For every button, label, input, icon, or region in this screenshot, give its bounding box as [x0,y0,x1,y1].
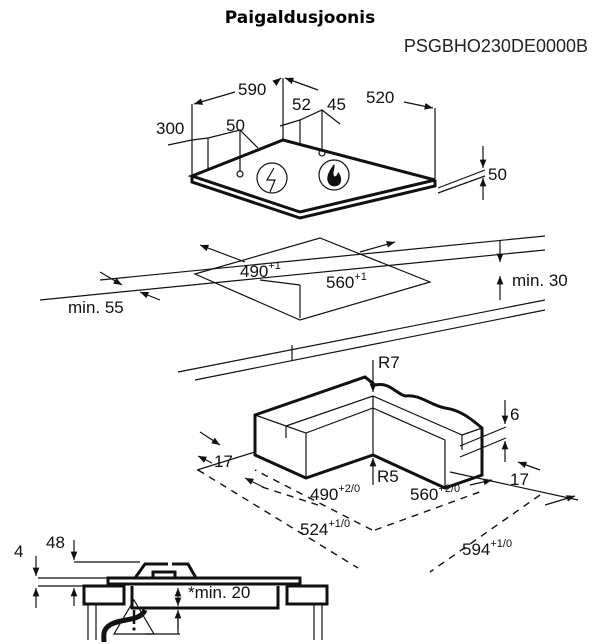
worktop [82,584,329,606]
dim-50-height: 50 [488,165,507,184]
cutout-outline [193,237,432,321]
dim-560-cutout: 560+1 [326,271,367,292]
dim-min-55: min. 55 [68,298,124,317]
dim-490-cutout: 490+1 [240,260,281,281]
dim-4: 4 [14,542,23,561]
dim-594: 594+1/0 [462,538,512,559]
connection-point [236,170,244,178]
worktop-cutout: 490+1 560+1 min. 55 min. 30 [39,235,568,381]
radius-r5: R5 [377,467,399,486]
dim-300: 300 [156,119,184,138]
frame-section: R7 R5 6 17 17 490+2/0 560+2/0 524+1/0 59… [196,353,579,573]
dim-52: 52 [292,95,311,114]
dim-560-frame: 560+2/0 [410,483,460,504]
gas-flame-icon [318,159,350,191]
lightning-glyph [265,167,276,193]
dim-17-right: 17 [510,470,529,489]
hob-plate [106,576,302,586]
cable [101,608,148,643]
dim-520: 520 [366,88,394,107]
hob-drawing: 590 520 52 45 300 50 50 [156,77,507,220]
flame-glyph [327,164,342,187]
dim-48: 48 [46,533,65,552]
dim-524: 524+1/0 [300,518,350,539]
dim-17-left: 17 [214,452,233,471]
burner [133,562,198,579]
hob-top-surface [187,138,436,214]
dim-min-20: *min. 20 [188,583,250,602]
dim-min-30: min. 30 [512,271,568,290]
dim-6: 6 [510,405,519,424]
dim-50-top: 50 [226,116,245,135]
hob-edge [190,176,437,220]
dim-590: 590 [238,80,266,99]
model-number: PSGBHO230DE0000B [403,36,588,56]
hob-body [130,586,280,610]
side-view: 48 4 *min. 20 [14,533,329,643]
electric-icon [256,162,288,194]
radius-r7: R7 [378,353,400,372]
dim-490-frame: 490+2/0 [310,483,360,504]
warning-icon [112,598,156,635]
dim-45: 45 [327,95,346,114]
page-title: Paigaldusjoonis [224,8,376,28]
